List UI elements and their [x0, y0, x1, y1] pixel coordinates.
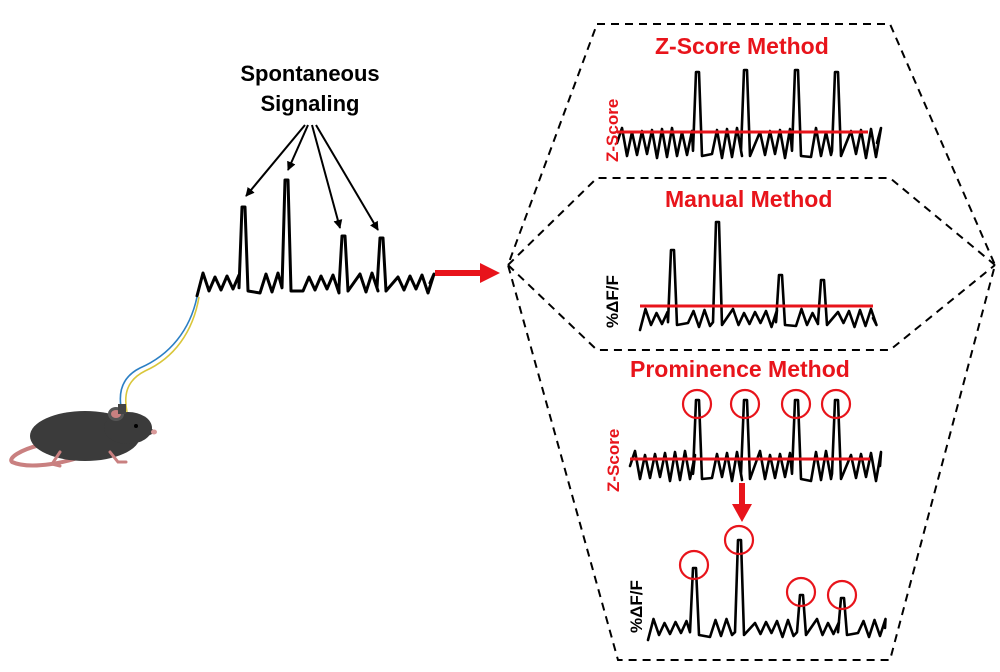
mouse-with-fiber-optic-icon [9, 404, 157, 468]
arrow-to-peak-1 [245, 124, 306, 197]
arrow-to-peak-2 [287, 124, 309, 171]
peak-marker-d4 [826, 579, 858, 611]
section-divider-upper [507, 177, 996, 266]
prominence-dff-trace [646, 538, 887, 642]
zscore-panel-title: Z-Score Method [655, 33, 829, 59]
manual-panel-ylabel: %ΔF/F [603, 275, 622, 328]
prominence-panel-title: Prominence Method [630, 356, 850, 382]
peak-marker-z4 [820, 388, 852, 420]
prominence-panel-ylabel-top: Z-Score [604, 428, 623, 492]
prominence-panel-ylabel-bottom: %ΔF/F [627, 580, 646, 633]
peak-marker-d2 [723, 524, 755, 556]
peak-marker-z3 [780, 388, 812, 420]
zscore-trace [615, 68, 883, 160]
label-arrows [245, 124, 379, 231]
fiber-optic-cable [119, 296, 200, 413]
peak-markers [678, 388, 858, 611]
dashed-panel-outline [506, 23, 997, 661]
flow-arrow [435, 263, 500, 283]
arrow-to-peak-3 [311, 124, 343, 229]
source-signal-trace [195, 178, 436, 298]
source-label-line-2: Signaling [260, 91, 360, 116]
prominence-zscore-trace [628, 398, 883, 483]
section-divider-lower [507, 264, 996, 351]
peak-marker-z1 [681, 388, 713, 420]
transfer-arrow [732, 483, 752, 522]
zscore-panel-ylabel: Z-Score [603, 98, 622, 162]
source-label-line-1: Spontaneous [240, 61, 380, 86]
peak-marker-d1 [678, 549, 710, 581]
manual-panel-title: Manual Method [665, 186, 833, 212]
peak-marker-d3 [785, 576, 817, 608]
arrow-to-peak-4 [315, 124, 379, 231]
manual-trace [638, 220, 878, 332]
peak-marker-z2 [729, 388, 761, 420]
